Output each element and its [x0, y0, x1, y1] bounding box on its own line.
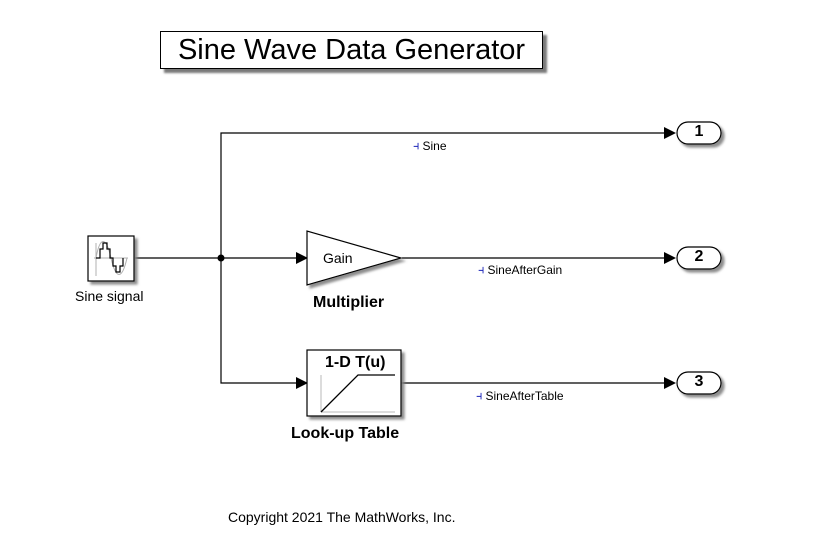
sine-wave-icon	[94, 241, 128, 276]
signal-name: SineAfterTable	[485, 389, 564, 403]
lookup-block-text: 1-D T(u)	[325, 354, 386, 371]
multiplier-label[interactable]: Multiplier	[313, 294, 385, 311]
signal-name: Sine	[422, 139, 447, 153]
signal-name: SineAfterGain	[487, 263, 563, 277]
outport-2[interactable]	[676, 246, 722, 270]
signal-logging-icon: ⫞	[476, 388, 483, 403]
lookup-table-icon	[320, 374, 395, 413]
arrow-lookup-in	[296, 377, 308, 389]
arrow-out2	[664, 252, 676, 264]
arrow-gain-in	[296, 252, 308, 264]
signal-logging-icon: ⫞	[413, 138, 420, 153]
signal-label-sine[interactable]: ⫞ Sine	[413, 138, 447, 154]
gain-block-text: Gain	[323, 250, 353, 266]
diagram-title[interactable]: Sine Wave Data Generator	[160, 31, 543, 69]
gain-triangle-icon	[306, 230, 404, 286]
arrow-out1	[664, 127, 676, 139]
sine-signal-block[interactable]	[87, 235, 135, 282]
arrow-out3	[664, 377, 676, 389]
line-branch-to-lookup[interactable]	[220, 258, 296, 384]
copyright-annotation[interactable]: Copyright 2021 The MathWorks, Inc.	[228, 509, 456, 525]
sine-signal-label[interactable]: Sine signal	[75, 288, 144, 304]
outport-2-number: 2	[694, 248, 704, 265]
arrowheads	[296, 127, 676, 389]
signal-lines	[135, 132, 664, 384]
outport-1-number: 1	[694, 123, 704, 140]
branch-point	[217, 254, 225, 262]
gain-block[interactable]	[306, 230, 404, 286]
outport-3[interactable]	[676, 371, 722, 395]
outport-3-number: 3	[694, 373, 704, 390]
outport-1[interactable]	[676, 121, 722, 145]
lookup-table-block[interactable]	[306, 349, 402, 417]
lookup-table-label[interactable]: Look-up Table	[291, 425, 400, 442]
signal-label-sine-after-table[interactable]: ⫞ SineAfterTable	[476, 388, 564, 404]
line-branch-to-out1[interactable]	[220, 132, 664, 258]
signal-logging-icon: ⫞	[478, 262, 485, 277]
signal-label-sine-after-gain[interactable]: ⫞ SineAfterGain	[478, 262, 562, 278]
